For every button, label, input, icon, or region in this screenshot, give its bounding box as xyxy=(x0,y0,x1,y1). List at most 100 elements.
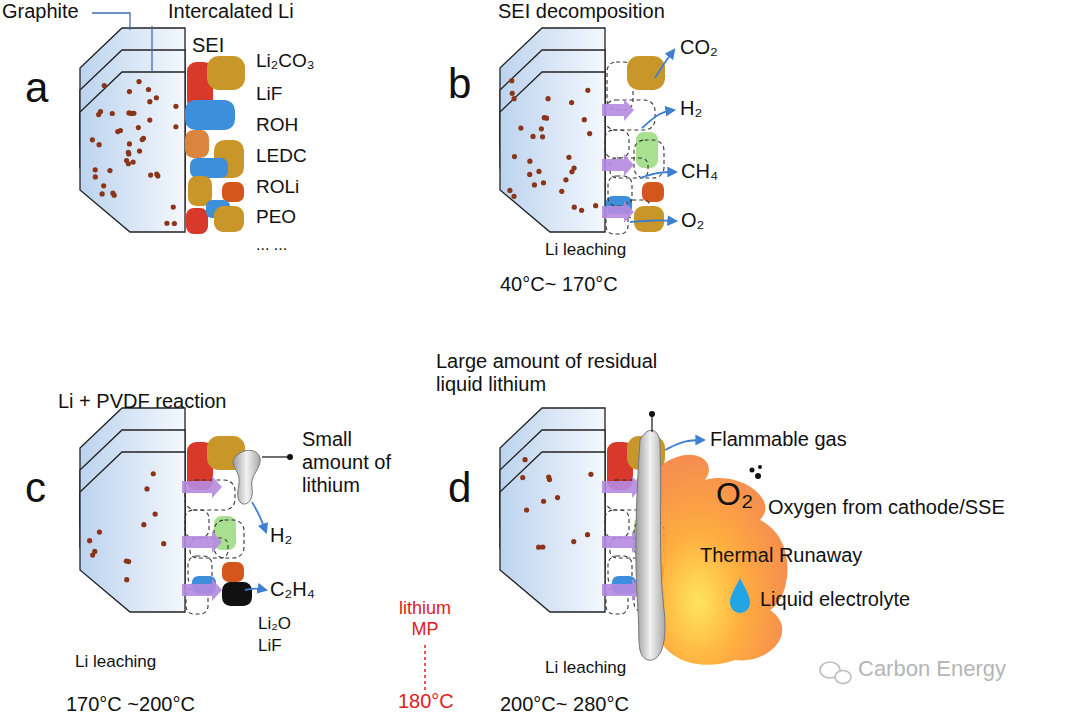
lithium-dot xyxy=(102,83,107,88)
lithium-dot xyxy=(100,191,105,196)
lithium-dot xyxy=(90,137,95,142)
leader-line xyxy=(262,456,288,457)
lithium-dot xyxy=(585,88,590,93)
lithium-dot xyxy=(585,532,590,537)
sei-particle xyxy=(222,182,244,202)
lithium-dot xyxy=(532,182,537,187)
lithium-dot xyxy=(544,116,549,121)
leader-dot xyxy=(649,411,655,417)
lithium-dot xyxy=(579,208,584,213)
lithium-dot xyxy=(161,541,166,546)
temperature-label: 170°C ~200°C xyxy=(66,693,195,716)
li-leaching-arrow xyxy=(602,476,642,498)
sei-particle xyxy=(642,182,664,202)
sei-particle xyxy=(222,562,244,582)
graphite-layer xyxy=(80,452,185,612)
empty-sei-site xyxy=(605,130,629,158)
lithium-dot xyxy=(124,577,129,582)
lithium-dot xyxy=(571,165,576,170)
lithium-dot xyxy=(93,174,98,179)
component-label: LiF xyxy=(256,83,282,105)
lithium-dot xyxy=(536,169,541,174)
sei-particle xyxy=(636,132,658,168)
graphite-layer xyxy=(500,72,605,232)
li-leaching-arrow xyxy=(182,579,222,601)
liquid-lithium xyxy=(636,430,665,660)
gas-arrow xyxy=(665,440,704,450)
lithium-dot xyxy=(93,167,98,172)
gas-arrow xyxy=(630,220,676,222)
component-label: ROLi xyxy=(256,176,299,198)
gas-label: CO₂ xyxy=(680,36,718,59)
li-leaching-arrow xyxy=(182,531,222,553)
component-label: PEO xyxy=(256,206,296,228)
lithium-dot xyxy=(101,183,106,188)
panel-letter: b xyxy=(448,60,471,108)
lithium-dot xyxy=(518,125,523,130)
empty-sei-site xyxy=(608,176,632,206)
lithium-dot xyxy=(540,544,545,549)
lithium-dot xyxy=(148,172,153,177)
lithium-dot xyxy=(154,95,159,100)
lithium-dot xyxy=(173,104,178,109)
gas-arrow xyxy=(252,502,266,532)
lithium-dot xyxy=(511,194,516,199)
lithium-dot xyxy=(172,221,177,226)
lithium-dot xyxy=(571,539,576,544)
lithium-dot xyxy=(566,155,571,160)
sei-particle xyxy=(186,208,208,234)
lithium-dot xyxy=(522,457,527,462)
event-label: Thermal Runaway xyxy=(700,544,862,567)
temperature-label: 200°C~ 280°C xyxy=(500,693,629,716)
sei-particle xyxy=(190,158,228,178)
lithium-dot xyxy=(569,100,574,105)
lithium-dot xyxy=(129,111,134,116)
empty-sei-site xyxy=(605,510,629,538)
gas-label: O₂ xyxy=(681,209,704,232)
gas-arrow xyxy=(642,110,674,128)
oxygen-dot xyxy=(750,468,755,473)
leader-line xyxy=(92,13,130,30)
lithium-dot xyxy=(153,511,158,516)
lithium-dot xyxy=(588,472,593,477)
lithium-dot xyxy=(520,475,525,480)
graphite-layer xyxy=(80,72,185,232)
graphite-block xyxy=(80,28,245,234)
process-label: Li leaching xyxy=(545,658,626,678)
lithium-dot xyxy=(547,477,552,482)
lithium-dot xyxy=(173,124,178,129)
gas-arrow xyxy=(655,50,674,78)
sei-particle xyxy=(185,130,209,158)
lithium-dot xyxy=(154,171,159,176)
lithium-dot xyxy=(507,188,512,193)
lithium-dot xyxy=(512,154,517,159)
lithium-dot xyxy=(164,221,169,226)
lithium-dot xyxy=(587,131,592,136)
gas-label: C₂H₄ xyxy=(270,578,315,601)
lithium-dot xyxy=(540,134,545,139)
component-label: LEDC xyxy=(256,145,307,167)
lithium-dot xyxy=(527,172,532,177)
graphite-block xyxy=(80,408,252,614)
note-label: Small amount of lithium xyxy=(302,428,414,497)
lithium-dot xyxy=(527,159,532,164)
lithium-dot xyxy=(582,117,587,122)
gas-arrow xyxy=(640,172,676,178)
lithium-dot xyxy=(541,180,546,185)
lithium-dot xyxy=(110,111,115,116)
lithium-dot xyxy=(171,204,176,209)
watermark-icon xyxy=(835,671,851,684)
lithium-dot xyxy=(530,134,535,139)
lithium-dot xyxy=(107,168,112,173)
leader-line xyxy=(151,26,152,72)
lithium-dot xyxy=(110,190,115,195)
sei-particle xyxy=(634,206,664,232)
li-leaching-arrow xyxy=(182,476,222,498)
lithium-dot xyxy=(126,161,131,166)
lithium-dot xyxy=(97,529,102,534)
lithium-dot xyxy=(545,96,550,101)
process-label: Li leaching xyxy=(545,240,626,260)
melting-point-line xyxy=(424,645,426,690)
lithium-dot xyxy=(98,109,103,114)
sei-particle xyxy=(214,206,244,232)
